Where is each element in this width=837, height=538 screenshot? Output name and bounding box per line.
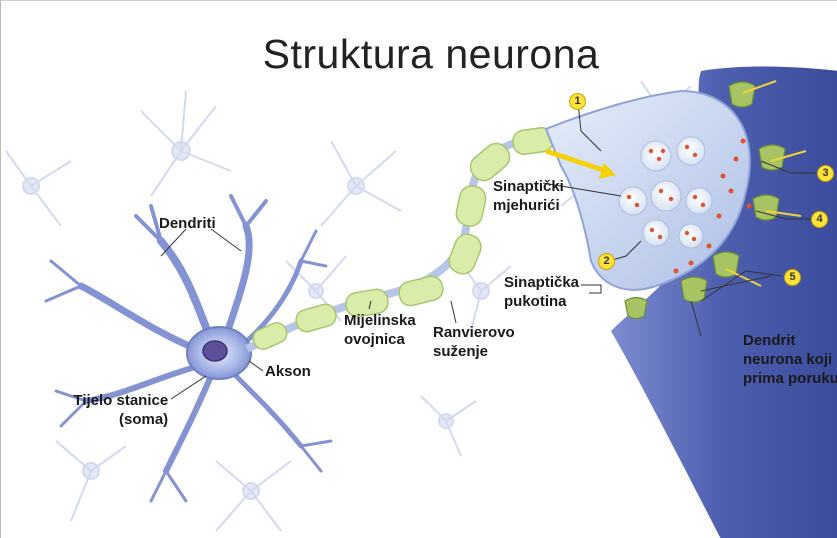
label-sinapticki-mjehurici: Sinaptičkimjehurići [493, 177, 564, 215]
label-sinapticka-pukotina: Sinaptičkapukotina [504, 273, 579, 311]
label-akson: Akson [265, 362, 311, 381]
marker-4: 4 [811, 211, 828, 228]
label-dendrit-primatelj: Dendritneurona kojiprima poruku [743, 331, 837, 388]
label-ranvierovo-suzenje: Ranvierovosuženje [433, 323, 515, 361]
marker-3: 3 [817, 165, 834, 182]
nucleus [203, 341, 227, 361]
marker-5: 5 [784, 269, 801, 286]
label-dendriti: Dendriti [159, 214, 216, 233]
label-tijelo-stanice: Tijelo stanice(soma) [49, 391, 168, 429]
diagram-title: Struktura neurona [151, 31, 711, 78]
marker-1: 1 [569, 93, 586, 110]
label-mijelinska-ovojnica: Mijelinskaovojnica [344, 311, 416, 349]
marker-2: 2 [598, 253, 615, 270]
